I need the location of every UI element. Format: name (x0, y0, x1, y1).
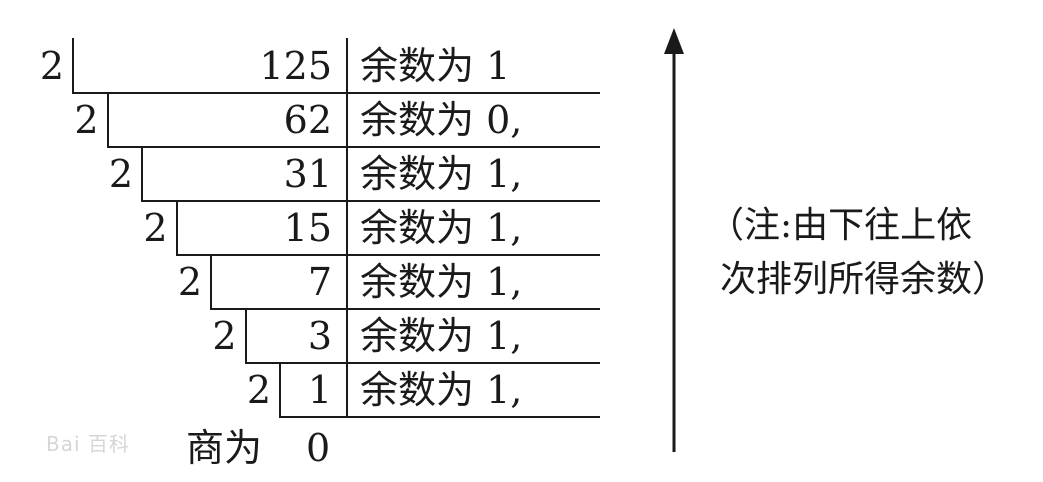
bracket-vertical-line (279, 362, 281, 418)
divisor: 2 (108, 152, 133, 196)
bracket-vertical-line (141, 146, 143, 202)
divisor: 2 (177, 260, 202, 304)
bracket-horizontal-line (210, 308, 600, 310)
remainder-separator-line (346, 38, 348, 94)
bracket-vertical-line (244, 308, 247, 364)
dividend: 7 (307, 260, 332, 304)
remainder-label: 余数为 1, (360, 152, 523, 196)
divisor: 2 (74, 98, 99, 142)
note-line-2: 次排列所得余数） (720, 259, 1009, 300)
remainder-label: 余数为 1 (360, 44, 511, 88)
remainder-separator-line (346, 92, 348, 148)
remainder-label: 余数为 1, (360, 206, 523, 250)
arrow-up-icon (664, 28, 684, 452)
remainder-separator-line (346, 146, 348, 202)
remainder-label: 余数为 1, (360, 314, 523, 358)
dividend: 3 (307, 314, 332, 358)
divisor: 2 (143, 206, 168, 250)
remainder-label: 余数为 1, (360, 368, 523, 412)
dividend: 31 (283, 152, 332, 196)
up-arrow (662, 28, 686, 456)
remainder-label: 余数为 0, (360, 98, 523, 142)
quotient-value: 0 (306, 426, 331, 470)
bracket-vertical-line (106, 92, 109, 148)
divisor: 2 (39, 44, 64, 88)
dividend: 125 (259, 44, 332, 88)
quotient-label: 商为 (186, 426, 263, 470)
dividend: 1 (307, 368, 332, 412)
remainder-separator-line (346, 308, 348, 364)
dividend: 62 (283, 98, 332, 142)
bracket-horizontal-line (175, 254, 600, 256)
bracket-horizontal-line (279, 416, 600, 418)
remainder-separator-line (346, 362, 348, 418)
dividend: 15 (283, 206, 332, 250)
bracket-horizontal-line (72, 92, 600, 94)
bracket-vertical-line (210, 254, 212, 310)
note-line-1: （注:由下往上依 (708, 205, 973, 246)
divisor: 2 (246, 368, 271, 412)
bracket-vertical-line (72, 38, 74, 94)
bracket-horizontal-line (106, 146, 600, 148)
baidu-watermark: Bai 百科 (46, 432, 130, 456)
bracket-vertical-line (175, 200, 178, 256)
divisor: 2 (212, 314, 237, 358)
remainder-separator-line (346, 254, 348, 310)
remainder-separator-line (346, 200, 348, 256)
bracket-horizontal-line (141, 200, 600, 202)
remainder-label: 余数为 1, (360, 260, 523, 304)
bracket-horizontal-line (244, 362, 600, 364)
